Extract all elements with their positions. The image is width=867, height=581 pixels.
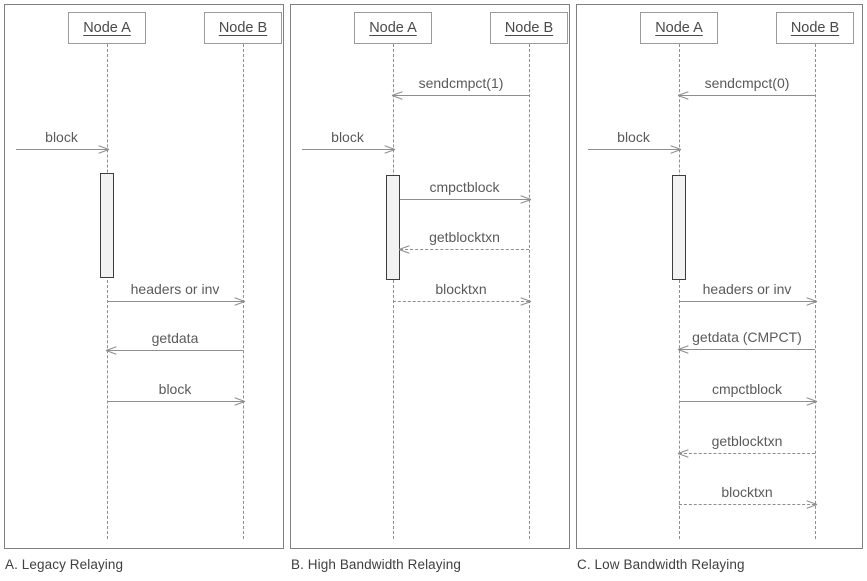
message-label: cmpctblock xyxy=(429,179,500,195)
activation-bar-a-node-a xyxy=(100,173,114,278)
activation-bar-b-node-a xyxy=(386,175,400,280)
message-line xyxy=(393,95,529,96)
node-label: Node B xyxy=(218,20,268,36)
node-label: Node B xyxy=(790,20,840,36)
message-label: block xyxy=(45,129,78,145)
arrow-head-right-icon xyxy=(234,296,244,306)
message-label: getblocktxn xyxy=(711,433,783,449)
message-label: block xyxy=(158,381,192,397)
message-label: block xyxy=(331,129,364,145)
message-label: getdata xyxy=(151,330,199,346)
lifeline-a-node-a xyxy=(107,44,108,539)
message-label: getdata (CMPCT) xyxy=(692,329,802,345)
node-box-a-node-b: Node B xyxy=(204,12,282,44)
panel-low-bandwidth-relaying: Node A Node B sendcmpct(0) block headers… xyxy=(576,4,863,549)
message-line xyxy=(588,149,679,150)
arrow-head-left-icon xyxy=(399,244,409,254)
arrow-head-right-icon xyxy=(806,396,816,406)
message-line xyxy=(679,504,815,505)
message-line xyxy=(393,301,529,302)
activation-bar-c-node-a xyxy=(672,175,686,280)
node-box-c-node-a: Node A xyxy=(640,12,718,44)
message-line xyxy=(679,453,815,454)
message-line xyxy=(302,149,393,150)
arrow-head-left-icon xyxy=(392,90,402,100)
node-label: Node B xyxy=(504,20,554,36)
panel-legacy-relaying: Node A Node B block headers or inv getda… xyxy=(4,4,284,549)
message-line xyxy=(679,349,815,350)
message-label: cmpctblock xyxy=(711,381,783,397)
message-label: blocktxn xyxy=(435,281,487,297)
message-line xyxy=(107,350,243,351)
lifeline-b-node-a xyxy=(393,44,394,539)
message-line xyxy=(679,401,815,402)
arrow-head-right-icon xyxy=(234,396,244,406)
arrow-head-left-icon xyxy=(678,448,688,458)
arrow-head-right-icon xyxy=(806,499,816,509)
node-label: Node A xyxy=(83,20,131,36)
lifeline-a-node-b xyxy=(243,44,244,539)
message-label: block xyxy=(617,129,650,145)
arrow-head-right-icon xyxy=(384,144,394,154)
caption-panel-c: C. Low Bandwidth Relaying xyxy=(577,557,745,572)
arrow-head-right-icon xyxy=(98,144,108,154)
message-label: sendcmpct(1) xyxy=(418,75,504,91)
message-line xyxy=(679,301,815,302)
message-line xyxy=(400,199,529,200)
arrow-head-left-icon xyxy=(678,90,688,100)
arrow-head-left-icon xyxy=(678,344,688,354)
message-line xyxy=(16,149,107,150)
message-line xyxy=(107,401,243,402)
message-label: getblocktxn xyxy=(429,229,500,245)
node-box-b-node-a: Node A xyxy=(354,12,432,44)
lifeline-c-node-b xyxy=(815,44,816,539)
lifeline-c-node-a xyxy=(679,44,680,539)
message-line xyxy=(679,95,815,96)
message-label: sendcmpct(0) xyxy=(704,75,790,91)
arrow-head-right-icon xyxy=(806,296,816,306)
caption-panel-b: B. High Bandwidth Relaying xyxy=(291,557,461,572)
node-label: Node A xyxy=(655,20,703,36)
lifeline-b-node-b xyxy=(529,44,530,539)
arrow-head-right-icon xyxy=(520,296,530,306)
caption-panel-a: A. Legacy Relaying xyxy=(5,557,124,572)
message-label: headers or inv xyxy=(702,281,792,297)
message-line xyxy=(400,249,529,250)
node-box-c-node-b: Node B xyxy=(776,12,854,44)
node-box-b-node-b: Node B xyxy=(490,12,568,44)
message-label: headers or inv xyxy=(130,281,220,297)
message-line xyxy=(107,301,243,302)
node-box-a-node-a: Node A xyxy=(68,12,146,44)
arrow-head-left-icon xyxy=(106,345,116,355)
panel-high-bandwidth-relaying: Node A Node B sendcmpct(1) block cmpctbl… xyxy=(290,4,570,549)
arrow-head-right-icon xyxy=(520,194,530,204)
arrow-head-right-icon xyxy=(670,144,680,154)
message-label: blocktxn xyxy=(721,484,773,500)
node-label: Node A xyxy=(369,20,417,36)
